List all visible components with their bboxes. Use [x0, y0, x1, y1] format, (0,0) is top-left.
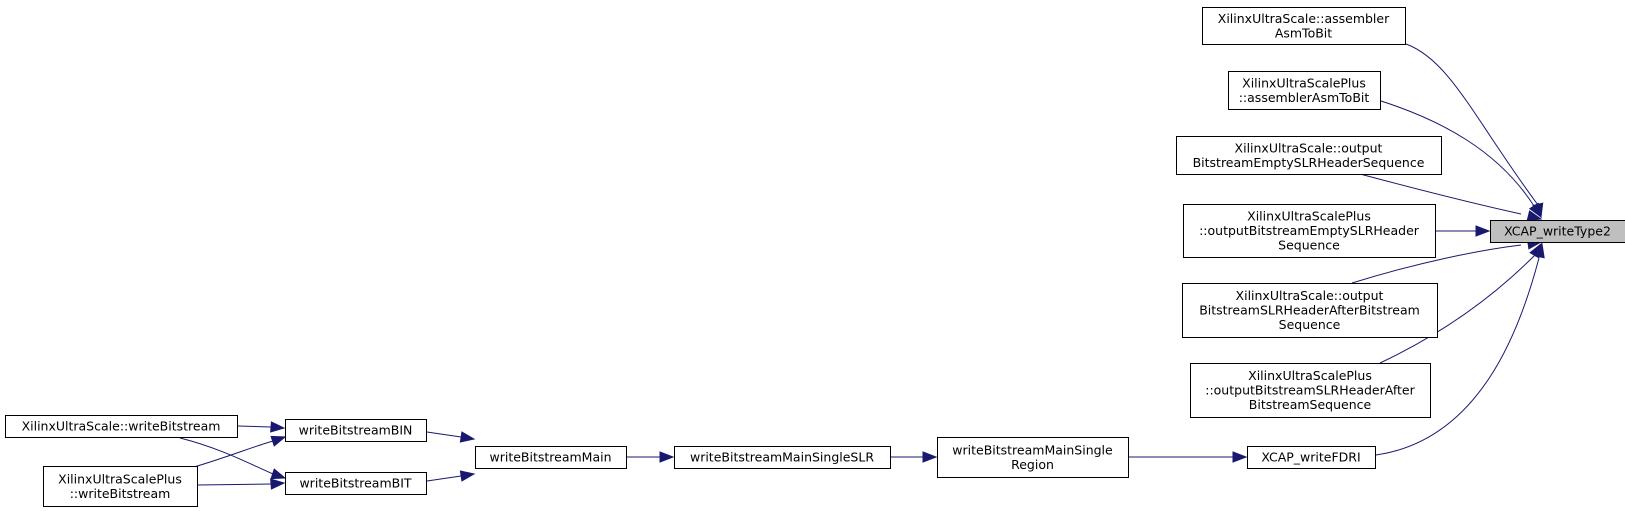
node-box — [285, 472, 427, 495]
node-label: XilinxUltraScale::output — [1235, 140, 1383, 155]
arrow-head-icon — [1528, 202, 1542, 219]
node-box — [674, 446, 891, 469]
arrow-head-icon — [1533, 242, 1545, 259]
node-label: writeBitstreamMainSingleSLR — [690, 450, 874, 465]
edge-line — [1405, 43, 1539, 206]
node-empty-usp[interactable]: XilinxUltraScalePlus::outputBitstreamEmp… — [1183, 204, 1436, 258]
node-label: ::outputBitstreamSLRHeaderAfter — [1205, 383, 1415, 398]
node-label: XilinxUltraScalePlus — [1247, 209, 1371, 224]
node-single-slr[interactable]: writeBitstreamMainSingleSLR — [674, 446, 891, 469]
node-focus[interactable]: XCAP_writeType2 — [1490, 220, 1625, 243]
node-box — [1247, 446, 1376, 469]
edge-line — [1379, 255, 1535, 364]
edge-line — [1351, 244, 1522, 284]
node-label: AsmToBit — [1275, 25, 1332, 40]
node-label: Sequence — [1278, 238, 1340, 253]
node-usp-write[interactable]: XilinxUltraScalePlus::writeBitstream — [43, 466, 198, 507]
node-label: XilinxUltraScale::assembler — [1218, 11, 1390, 26]
node-label: writeBitstreamBIN — [299, 423, 413, 438]
node-box — [1490, 220, 1625, 243]
edge-line — [179, 437, 274, 475]
node-fdri[interactable]: XCAP_writeFDRI — [1247, 446, 1376, 469]
node-label: writeBitstreamBIT — [299, 476, 411, 491]
node-label: BitstreamEmptySLRHeaderSequence — [1193, 155, 1425, 170]
edge-line — [197, 483, 272, 486]
arrow-head-icon — [270, 478, 286, 490]
arrow-head-icon — [459, 470, 476, 482]
arrow-head-icon — [1475, 225, 1491, 237]
edge-empty-usp-to-focus — [1436, 225, 1491, 237]
node-label: XilinxUltraScalePlus — [1242, 75, 1366, 90]
node-asm-us[interactable]: XilinxUltraScale::assemblerAsmToBit — [1202, 7, 1406, 45]
edge-bin-to-main — [426, 431, 476, 443]
edge-line — [1375, 257, 1540, 456]
node-box — [1190, 363, 1431, 418]
node-label: ::outputBitstreamEmptySLRHeader — [1199, 223, 1420, 238]
node-label: ::writeBitstream — [70, 486, 171, 501]
arrow-head-icon — [922, 451, 938, 463]
edge-line — [426, 475, 462, 482]
node-box — [1182, 283, 1438, 338]
node-label: BitstreamSLRHeaderAfterBitstream — [1199, 303, 1420, 318]
node-box — [937, 437, 1129, 478]
node-asm-usp[interactable]: XilinxUltraScalePlus::assemblerAsmToBit — [1228, 71, 1381, 110]
edge-usp-write-to-bin — [193, 435, 287, 468]
edge-line — [426, 431, 462, 438]
node-label: ::assemblerAsmToBit — [1239, 90, 1370, 105]
node-label: XilinxUltraScalePlus — [1248, 368, 1372, 383]
edge-line — [1380, 100, 1535, 207]
node-label: XCAP_writeFDRI — [1261, 450, 1360, 465]
edge-region-to-fdri — [1129, 451, 1248, 463]
node-label: XCAP_writeType2 — [1504, 224, 1611, 239]
edge-slr-to-region — [891, 451, 938, 463]
edge-empty-us-to-focus — [1359, 173, 1543, 222]
node-box — [475, 446, 627, 469]
node-label: Sequence — [1279, 317, 1341, 332]
node-label: BitstreamSequence — [1249, 397, 1372, 412]
node-empty-us[interactable]: XilinxUltraScale::outputBitstreamEmptySL… — [1176, 136, 1442, 175]
node-bit[interactable]: writeBitstreamBIT — [285, 472, 427, 495]
edge-us-write-to-bin — [237, 421, 286, 433]
node-box — [1202, 7, 1406, 45]
edge-us-write-to-bit — [179, 437, 287, 480]
edge-line — [237, 425, 272, 428]
arrow-head-icon — [270, 435, 287, 447]
node-box — [1176, 136, 1442, 175]
node-main[interactable]: writeBitstreamMain — [475, 446, 627, 469]
arrow-head-icon — [659, 451, 675, 463]
node-after-usp[interactable]: XilinxUltraScalePlus::outputBitstreamSLR… — [1190, 363, 1431, 418]
call-edges — [179, 43, 1545, 490]
node-label: XilinxUltraScalePlus — [58, 471, 182, 486]
arrow-head-icon — [1232, 451, 1248, 463]
edge-line — [1359, 173, 1522, 215]
node-label: Region — [1011, 457, 1054, 472]
node-after-us[interactable]: XilinxUltraScale::outputBitstreamSLRHead… — [1182, 283, 1438, 338]
node-box — [1183, 204, 1436, 258]
node-label: writeBitstreamMainSingle — [952, 442, 1113, 457]
arrow-head-icon — [270, 421, 286, 433]
node-box — [5, 415, 238, 438]
edge-line — [193, 440, 274, 468]
edge-bit-to-main — [426, 470, 476, 482]
node-box — [1228, 71, 1381, 110]
node-bin[interactable]: writeBitstreamBIN — [285, 419, 427, 442]
arrow-head-icon — [1526, 210, 1543, 222]
edge-main-to-slr — [627, 451, 675, 463]
arrow-head-icon — [459, 431, 476, 443]
edge-fdri-to-focus — [1375, 242, 1545, 456]
node-label: writeBitstreamMain — [489, 450, 611, 465]
node-us-write[interactable]: XilinxUltraScale::writeBitstream — [5, 415, 238, 438]
node-label: XilinxUltraScale::output — [1236, 288, 1384, 303]
edge-usp-write-to-bit — [197, 478, 286, 490]
node-box — [43, 466, 198, 507]
node-label: XilinxUltraScale::writeBitstream — [22, 419, 221, 434]
call-nodes: XilinxUltraScale::assemblerAsmToBitXilin… — [5, 7, 1625, 507]
edge-asm-usp-to-focus — [1380, 100, 1542, 219]
arrow-head-icon — [270, 468, 287, 480]
node-box — [285, 419, 427, 442]
